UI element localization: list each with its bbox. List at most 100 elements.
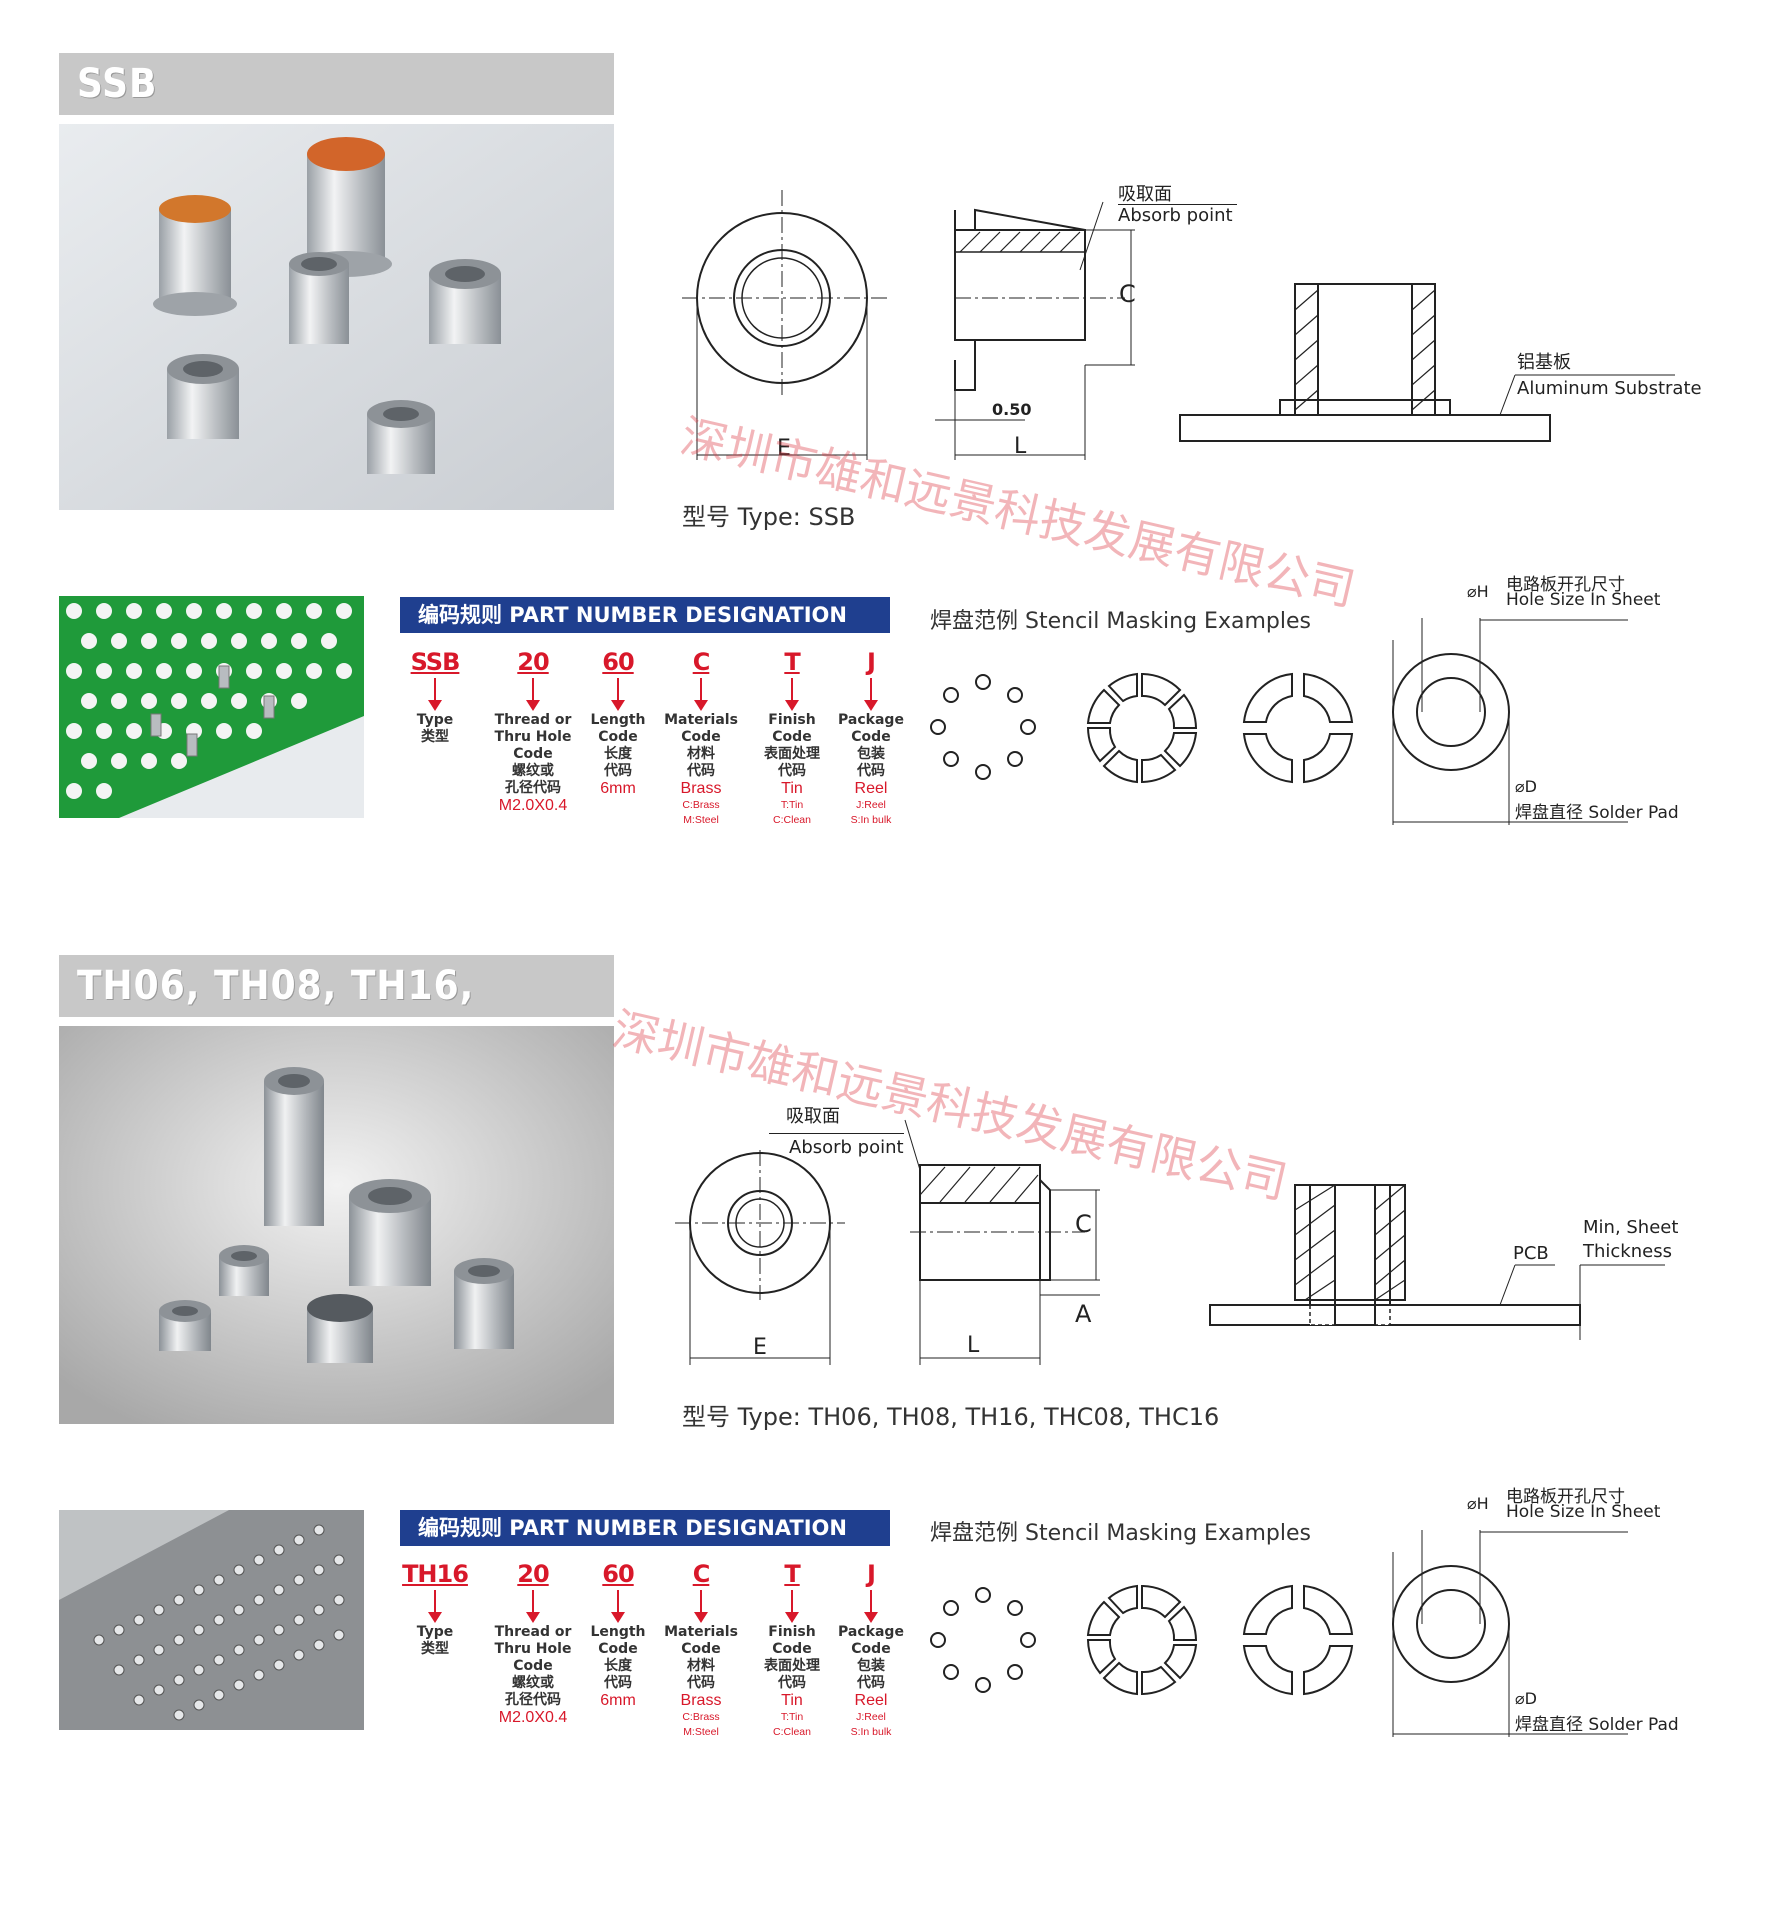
arrow-down-icon xyxy=(611,1590,625,1623)
pnd-value: Reel xyxy=(854,780,888,797)
arrow-down-icon xyxy=(785,678,799,711)
pnd-code: T xyxy=(784,648,800,676)
arrow-down-icon xyxy=(526,678,540,711)
arrow-down-icon xyxy=(611,678,625,711)
hole-size-drawing xyxy=(1392,1530,1628,1737)
front-view-drawing xyxy=(675,1150,845,1365)
absorb-cn-label: 吸取面 xyxy=(1118,184,1172,205)
pcb-photo xyxy=(59,596,364,818)
pnd-code: SSB xyxy=(410,648,461,676)
pnd-code: 60 xyxy=(602,648,634,676)
stencil-segments-icon xyxy=(1086,672,1198,784)
hole-h-label: ⌀H xyxy=(1467,582,1489,601)
pnd-options: T:Tin C:Clean xyxy=(773,799,811,826)
hole-h-label: ⌀H xyxy=(1467,1494,1489,1513)
arrow-down-icon xyxy=(428,678,442,711)
pnd-options: T:Tin C:Clean xyxy=(773,1711,811,1738)
dim-e-label: E xyxy=(777,436,791,461)
pnd-value: Brass xyxy=(680,1692,722,1709)
stencil-segments-icon xyxy=(1086,1584,1198,1696)
dim-c-label: C xyxy=(1075,1210,1092,1238)
product-photo xyxy=(59,124,614,510)
pnd-title-bar: 编码规则 PART NUMBER DESIGNATION xyxy=(400,597,890,633)
pcb-label: PCB xyxy=(1513,1243,1549,1264)
pnd-col-type: SSB Type 类型 xyxy=(385,648,485,746)
pnd-label: Type 类型 xyxy=(416,712,454,745)
pnd-label: Thread or Thru Hole Code 螺纹或 孔径代码 xyxy=(494,1624,572,1708)
pnd-label: Length Code 长度 代码 xyxy=(590,1624,646,1691)
pad-d-label: ⌀D xyxy=(1515,777,1537,796)
pnd-options: J:Reel S:In bulk xyxy=(850,799,892,826)
pnd-col-package: J Package Code 包装 代码 Reel J:Reel S:In bu… xyxy=(821,648,921,828)
pnd-code: 60 xyxy=(602,1560,634,1588)
arrow-down-icon xyxy=(694,1590,708,1623)
dim-a-label: A xyxy=(1075,1300,1092,1328)
dim-l-label: L xyxy=(1014,434,1027,459)
arrow-down-icon xyxy=(694,678,708,711)
pnd-value: 6mm xyxy=(600,1692,636,1709)
arrow-down-icon xyxy=(864,678,878,711)
pnd-value: M2.0X0.4 xyxy=(498,797,568,814)
pnd-col-type: TH16 Type 类型 xyxy=(385,1560,485,1658)
absorb-en-label: Absorb point xyxy=(769,1133,904,1158)
substrate-en-label: Aluminum Substrate xyxy=(1517,378,1702,399)
stencil-dots-icon xyxy=(930,1587,1036,1693)
pnd-label: Finish Code 表面处理 代码 xyxy=(764,712,820,779)
side-view-drawing xyxy=(935,201,1135,460)
pnd-col-package: J Package Code 包装 代码 Reel J:Reel S:In bu… xyxy=(821,1560,921,1740)
pnd-label: Package Code 包装 代码 xyxy=(838,712,904,779)
pnd-code: C xyxy=(692,1560,711,1588)
pnd-code: 20 xyxy=(517,648,549,676)
stencil-dots-icon xyxy=(930,674,1036,780)
pnd-label: Materials Code 材料 代码 xyxy=(664,712,738,779)
dim-050-label: 0.50 xyxy=(992,400,1032,419)
pad-label: 焊盘直径 Solder Pad xyxy=(1515,803,1679,823)
pnd-code: C xyxy=(692,648,711,676)
stencil-title: 焊盘范例 Stencil Masking Examples xyxy=(930,609,1311,634)
pnd-code: T xyxy=(784,1560,800,1588)
front-view-drawing xyxy=(682,190,890,460)
pnd-value: Tin xyxy=(781,780,803,797)
stencil-quadrants-icon xyxy=(1242,672,1354,784)
pnd-code: TH16 xyxy=(402,1560,469,1588)
arrow-down-icon xyxy=(864,1590,878,1623)
pnd-label: Length Code 长度 代码 xyxy=(590,712,646,779)
type-caption: 型号 Type: TH06, TH08, TH16, THC08, THC16 xyxy=(682,1403,1220,1431)
pnd-codes: TH16 Type 类型 20 Thread or Thru Hole Code… xyxy=(385,1560,925,1760)
pnd-col-thread: 20 Thread or Thru Hole Code 螺纹或 孔径代码 M2.… xyxy=(483,1560,583,1727)
type-caption: 型号 Type: SSB xyxy=(682,503,856,531)
pnd-value: M2.0X0.4 xyxy=(498,1709,568,1726)
pnd-label: Type 类型 xyxy=(416,1624,454,1657)
dim-e-label: E xyxy=(753,1335,767,1360)
pnd-label: Materials Code 材料 代码 xyxy=(664,1624,738,1691)
pnd-title-bar: 编码规则 PART NUMBER DESIGNATION xyxy=(400,1510,890,1546)
pnd-codes: SSB Type 类型 20 Thread or Thru Hole Code … xyxy=(385,648,925,848)
pnd-options: C:Brass M:Steel xyxy=(682,1711,720,1738)
product-photo xyxy=(59,1026,614,1424)
arrow-down-icon xyxy=(428,1590,442,1623)
dim-l-label: L xyxy=(967,1333,980,1358)
substrate-cn-label: 铝基板 xyxy=(1517,352,1571,373)
hole-size-drawing xyxy=(1392,618,1628,825)
stencil-quadrants-icon xyxy=(1242,1584,1354,1696)
pnd-col-length: 60 Length Code 长度 代码 6mm xyxy=(568,648,668,798)
pnd-col-length: 60 Length Code 长度 代码 6mm xyxy=(568,1560,668,1710)
pnd-code: 20 xyxy=(517,1560,549,1588)
pnd-value: 6mm xyxy=(600,780,636,797)
pnd-label: Package Code 包装 代码 xyxy=(838,1624,904,1691)
pcb-photo xyxy=(59,1510,364,1730)
hole-en-label: Hole Size In Sheet xyxy=(1506,590,1661,610)
pnd-col-materials: C Materials Code 材料 代码 Brass C:Brass M:S… xyxy=(651,648,751,828)
pnd-value: Brass xyxy=(680,780,722,797)
stencil-title: 焊盘范例 Stencil Masking Examples xyxy=(930,1521,1311,1546)
absorb-cn-label: 吸取面 xyxy=(786,1106,840,1127)
hole-cn-label: 电路板开孔尺寸 xyxy=(1506,575,1625,595)
arrow-down-icon xyxy=(785,1590,799,1623)
arrow-down-icon xyxy=(526,1590,540,1623)
pnd-options: J:Reel S:In bulk xyxy=(850,1711,892,1738)
pnd-label: Thread or Thru Hole Code 螺纹或 孔径代码 xyxy=(494,712,572,796)
hole-en-label: Hole Size In Sheet xyxy=(1506,1502,1661,1522)
pnd-code: J xyxy=(867,648,876,676)
hole-cn-label: 电路板开孔尺寸 xyxy=(1506,1487,1625,1507)
pad-label: 焊盘直径 Solder Pad xyxy=(1515,1715,1679,1735)
